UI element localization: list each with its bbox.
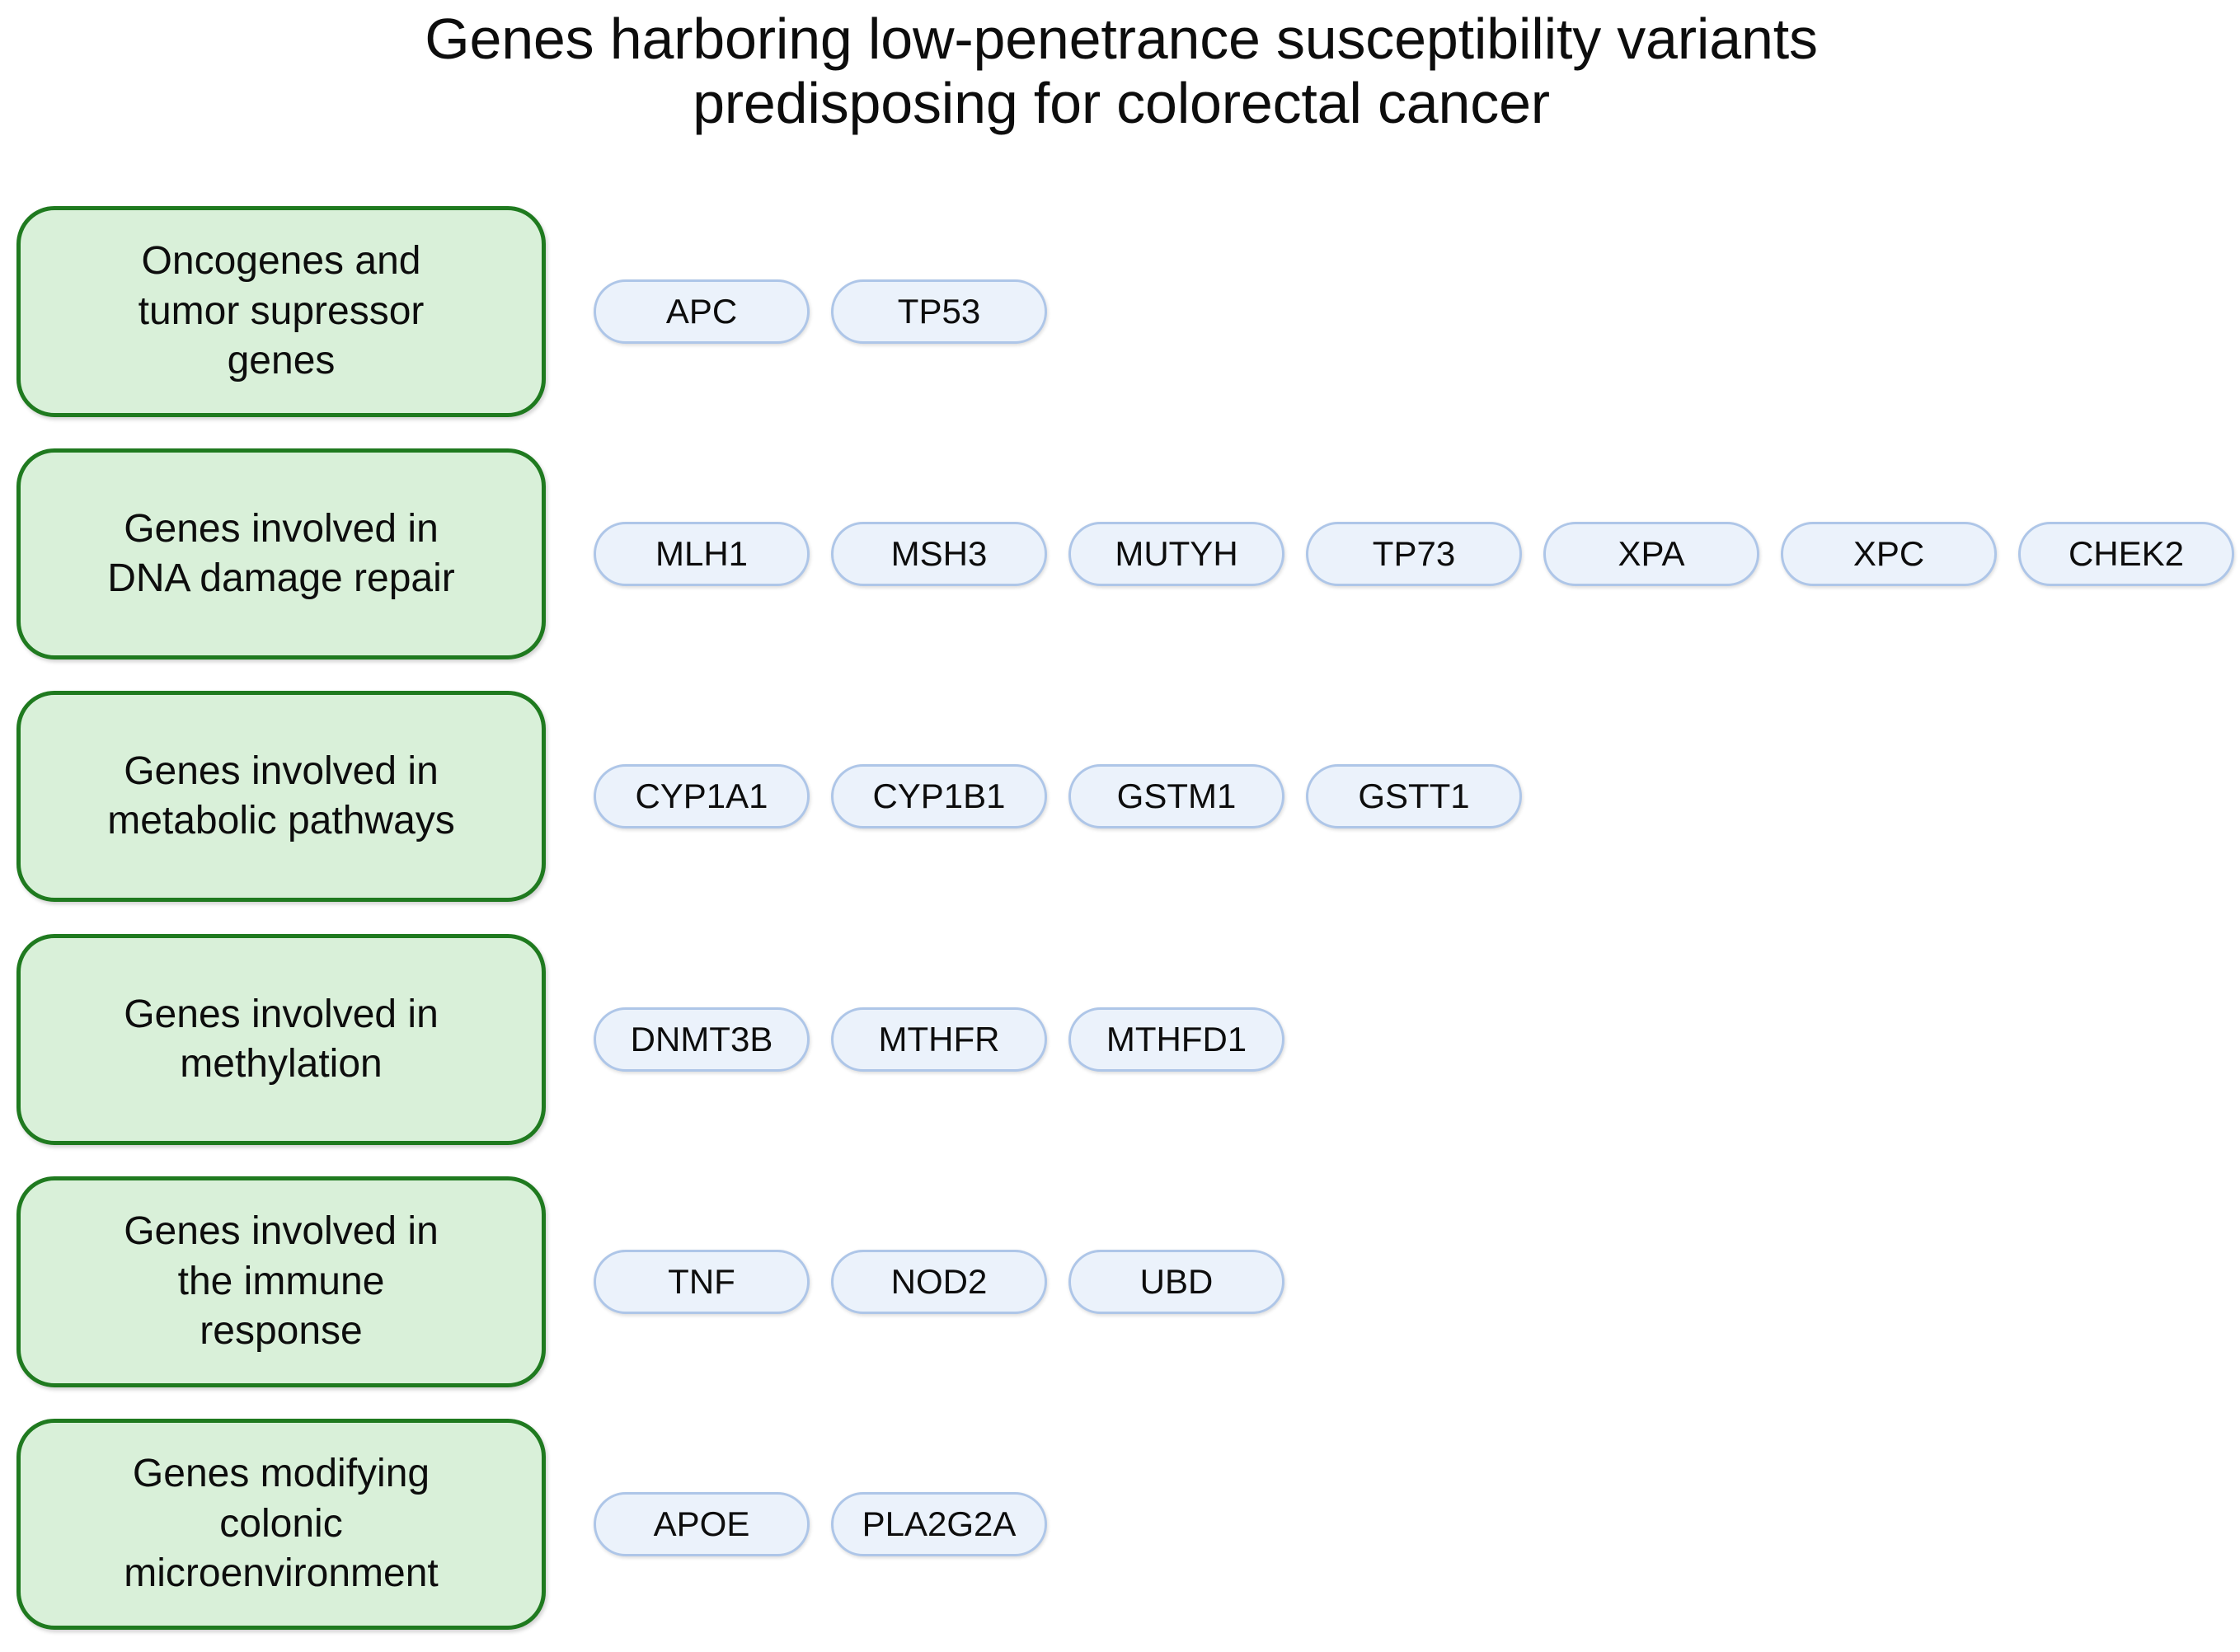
gene-list: MLH1 MSH3 MUTYH TP73 XPA XPC CHEK2 (594, 448, 2240, 659)
gene-pill[interactable]: MLH1 (594, 522, 810, 586)
page-title: Genes harboring low-penetrance susceptib… (425, 7, 1818, 136)
gene-list: TNF NOD2 UBD (594, 1176, 1306, 1387)
gene-pill[interactable]: UBD (1068, 1250, 1284, 1314)
gene-pill[interactable]: MUTYH (1068, 522, 1284, 586)
category-label: Genes involved in the immune response (124, 1209, 439, 1354)
gene-list: APC TP53 (594, 206, 1068, 417)
category-box-2[interactable]: Genes involved in DNA damage repair (16, 448, 546, 659)
gene-pill[interactable]: GSTT1 (1306, 764, 1522, 828)
category-box-6[interactable]: Genes modifying colonic microenvironment (16, 1419, 546, 1630)
gene-pill[interactable]: DNMT3B (594, 1007, 810, 1072)
category-row: Genes modifying colonic microenvironment… (0, 1419, 2240, 1630)
gene-pill[interactable]: XPA (1543, 522, 1759, 586)
category-box-3[interactable]: Genes involved in metabolic pathways (16, 691, 546, 902)
category-label: Genes involved in metabolic pathways (107, 749, 455, 842)
category-box-5[interactable]: Genes involved in the immune response (16, 1176, 546, 1387)
category-row: Genes involved in metabolic pathways CYP1… (0, 691, 2240, 902)
category-label: Genes modifying colonic microenvironment (124, 1452, 439, 1596)
gene-pill[interactable]: TNF (594, 1250, 810, 1314)
category-row: Genes involved in methylation DNMT3B MTHFR… (0, 934, 2240, 1145)
category-box-4[interactable]: Genes involved in methylation (16, 934, 546, 1145)
category-label: Genes involved in DNA damage repair (107, 506, 455, 600)
gene-pill[interactable]: CHEK2 (2018, 522, 2234, 586)
gene-list: CYP1A1 CYP1B1 GSTM1 GSTT1 (594, 691, 1543, 902)
gene-pill[interactable]: GSTM1 (1068, 764, 1284, 828)
gene-pill[interactable]: MTHFR (831, 1007, 1047, 1072)
category-label: Genes involved in methylation (124, 992, 439, 1086)
gene-pill[interactable]: CYP1B1 (831, 764, 1047, 828)
category-label: Oncogenes and tumor supressor genes (138, 239, 425, 383)
gene-pill[interactable]: PLA2G2A (831, 1492, 1047, 1556)
gene-pill[interactable]: APOE (594, 1492, 810, 1556)
category-row: Genes involved in the immune response TNF… (0, 1176, 2240, 1387)
gene-pill[interactable]: TP73 (1306, 522, 1522, 586)
gene-pill[interactable]: TP53 (831, 279, 1047, 344)
gene-pill[interactable]: XPC (1781, 522, 1997, 586)
gene-list: DNMT3B MTHFR MTHFD1 (594, 934, 1306, 1145)
gene-list: APOE PLA2G2A (594, 1419, 1068, 1630)
gene-pill[interactable]: APC (594, 279, 810, 344)
gene-pill[interactable]: NOD2 (831, 1250, 1047, 1314)
category-row: Oncogenes and tumor supressor genes APC TP… (0, 206, 2240, 417)
gene-pill[interactable]: MSH3 (831, 522, 1047, 586)
gene-pill[interactable]: MTHFD1 (1068, 1007, 1284, 1072)
category-box-1[interactable]: Oncogenes and tumor supressor genes (16, 206, 546, 417)
gene-pill[interactable]: CYP1A1 (594, 764, 810, 828)
